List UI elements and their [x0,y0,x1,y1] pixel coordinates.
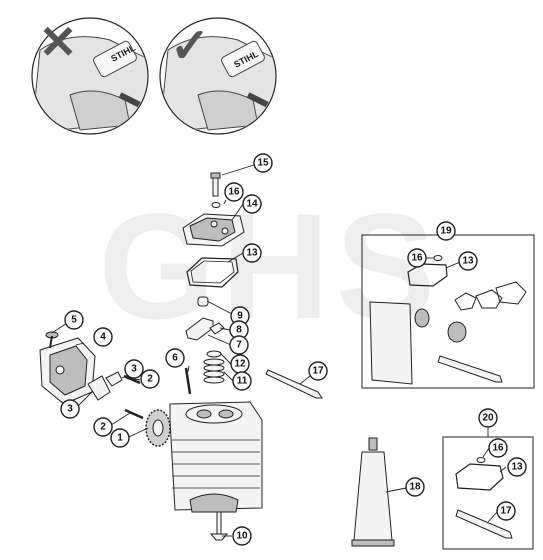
callout-7[interactable]: 7 [229,335,249,355]
svg-text:12: 12 [234,359,246,370]
gear-part [145,409,171,447]
cover-plate-part [39,337,96,405]
callout-16[interactable]: 16 [224,182,244,202]
kit2-tool [455,509,513,539]
pin-small-part [123,374,141,385]
callout-13[interactable]: 13 [507,457,527,477]
kit-gasket-plate [369,301,413,385]
thumbnail-correct[interactable]: STIHL ✓ [159,17,288,135]
callout-3[interactable]: 3 [124,359,144,379]
svg-text:19: 19 [440,226,452,237]
screw-small-part [45,331,59,349]
valve-cover-part [182,213,245,247]
svg-text:13: 13 [462,256,474,267]
leader-lines [51,164,507,537]
svg-text:18: 18 [409,482,421,493]
bracket-part [87,375,111,401]
callout-13[interactable]: 13 [242,243,262,263]
callout-4[interactable]: 4 [93,327,113,347]
svg-text:2: 2 [147,374,153,385]
sealant-tube-part [351,437,395,547]
kit-gasket-small-3 [495,281,527,305]
callout-10[interactable]: 10 [232,526,252,546]
svg-text:17: 17 [312,366,324,377]
tool-part [265,369,323,399]
callout-13[interactable]: 13 [458,251,478,271]
svg-text:16: 16 [228,187,240,198]
callout-2[interactable]: 2 [140,369,160,389]
svg-text:15: 15 [257,158,269,169]
kit2-washer [476,457,486,463]
svg-text:2: 2 [100,422,106,433]
svg-text:16: 16 [411,253,423,264]
svg-text:10: 10 [236,531,248,542]
screw-part [210,172,221,197]
pin-part [209,322,225,335]
kit2-gasket [455,463,504,491]
svg-text:11: 11 [237,376,248,387]
spring-seat-part [197,296,209,307]
gasket-part [186,257,239,288]
kit-gasket-small-2 [475,289,503,309]
shaft-part [124,408,144,420]
svg-text:7: 7 [236,340,242,351]
callout-16[interactable]: 16 [407,248,427,268]
svg-text:17: 17 [500,506,512,517]
svg-text:4: 4 [100,332,106,343]
callout-5[interactable]: 5 [64,310,84,330]
cylinder-part [169,401,263,513]
callout-16[interactable]: 16 [488,438,508,458]
svg-text:3: 3 [67,404,73,415]
svg-text:5: 5 [71,315,77,326]
svg-text:1: 1 [117,433,123,444]
kit-gasket-small [454,292,477,311]
valve-part [209,511,229,541]
svg-text:20: 20 [482,413,494,424]
callout-2[interactable]: 2 [93,417,113,437]
valve-spring-part [203,358,225,384]
kit-tool [437,355,503,383]
callout-15[interactable]: 15 [253,153,273,173]
callout-8[interactable]: 8 [229,320,249,340]
callout-1[interactable]: 1 [110,428,130,448]
callout-12[interactable]: 12 [230,354,250,374]
seal-kit-box [442,436,534,550]
push-rod-part [184,367,192,395]
svg-text:8: 8 [236,325,242,336]
callout-19[interactable]: 19 [436,221,456,241]
washer-part [211,202,221,208]
callout-3[interactable]: 3 [60,399,80,419]
callout-18[interactable]: 18 [405,477,425,497]
svg-text:6: 6 [172,353,178,364]
kit-bearing [447,321,467,343]
kit-seal-ring [414,308,430,328]
callout-14[interactable]: 14 [242,194,262,214]
cross-icon: ✕ [39,16,78,68]
callout-17[interactable]: 17 [308,361,328,381]
callout-20[interactable]: 20 [478,408,498,428]
valve-spring-retainer-part [206,350,222,358]
check-icon: ✓ [170,20,210,73]
thumbnail-incorrect[interactable]: STIHL ✕ [31,16,160,135]
svg-text:14: 14 [246,199,258,210]
svg-text:9: 9 [237,311,243,322]
callout-6[interactable]: 6 [165,348,185,368]
kit-washer [433,255,443,261]
svg-text:13: 13 [511,462,523,473]
svg-text:16: 16 [492,443,504,454]
callout-11[interactable]: 11 [232,371,252,391]
callout-17[interactable]: 17 [496,501,516,521]
svg-text:13: 13 [246,248,258,259]
lever-part [105,371,123,387]
svg-text:3: 3 [131,364,137,375]
